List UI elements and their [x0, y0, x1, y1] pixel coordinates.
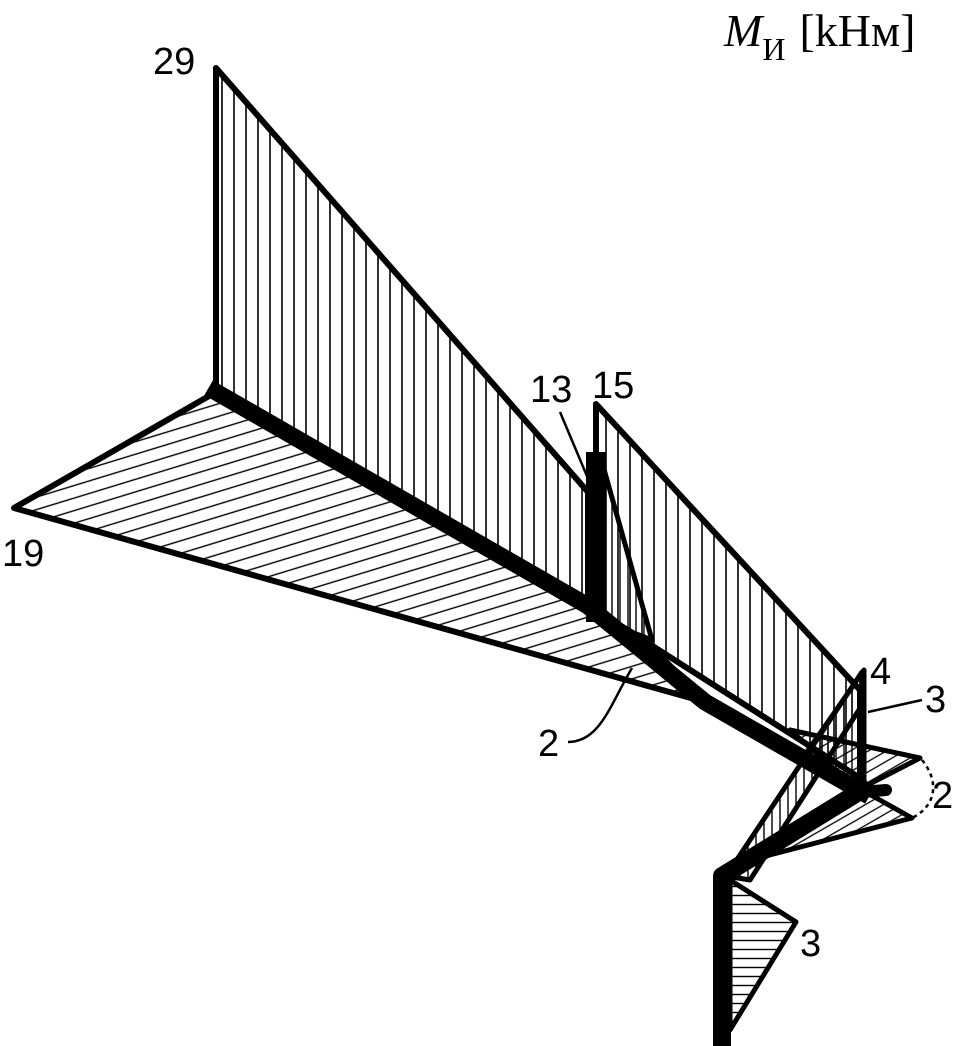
title-subscript: И	[762, 31, 785, 67]
label-2-center: 2	[538, 723, 559, 765]
leader-3-right	[867, 698, 923, 714]
leader-13	[558, 411, 594, 489]
label-3-bottom: 3	[800, 923, 821, 965]
title-unit: [kHм]	[799, 5, 915, 56]
diagram-title: MИ [kHм]	[723, 5, 915, 67]
label-29: 29	[153, 41, 195, 83]
label-15: 15	[592, 365, 634, 407]
label-3-right: 3	[925, 679, 946, 721]
column-13	[586, 452, 606, 622]
moment-area-3-bottom	[727, 877, 799, 1033]
beam-axis-lower	[713, 777, 875, 1046]
label-13: 13	[530, 369, 572, 411]
dotted-connector-2-right	[911, 759, 935, 820]
label-19: 19	[2, 533, 44, 575]
leader-2-center	[567, 667, 634, 744]
title-symbol: M	[723, 5, 765, 56]
moment-area-diagonal	[723, 669, 867, 883]
label-4: 4	[870, 651, 891, 693]
beam-axis-main	[204, 380, 874, 804]
label-2-right: 2	[932, 775, 953, 817]
